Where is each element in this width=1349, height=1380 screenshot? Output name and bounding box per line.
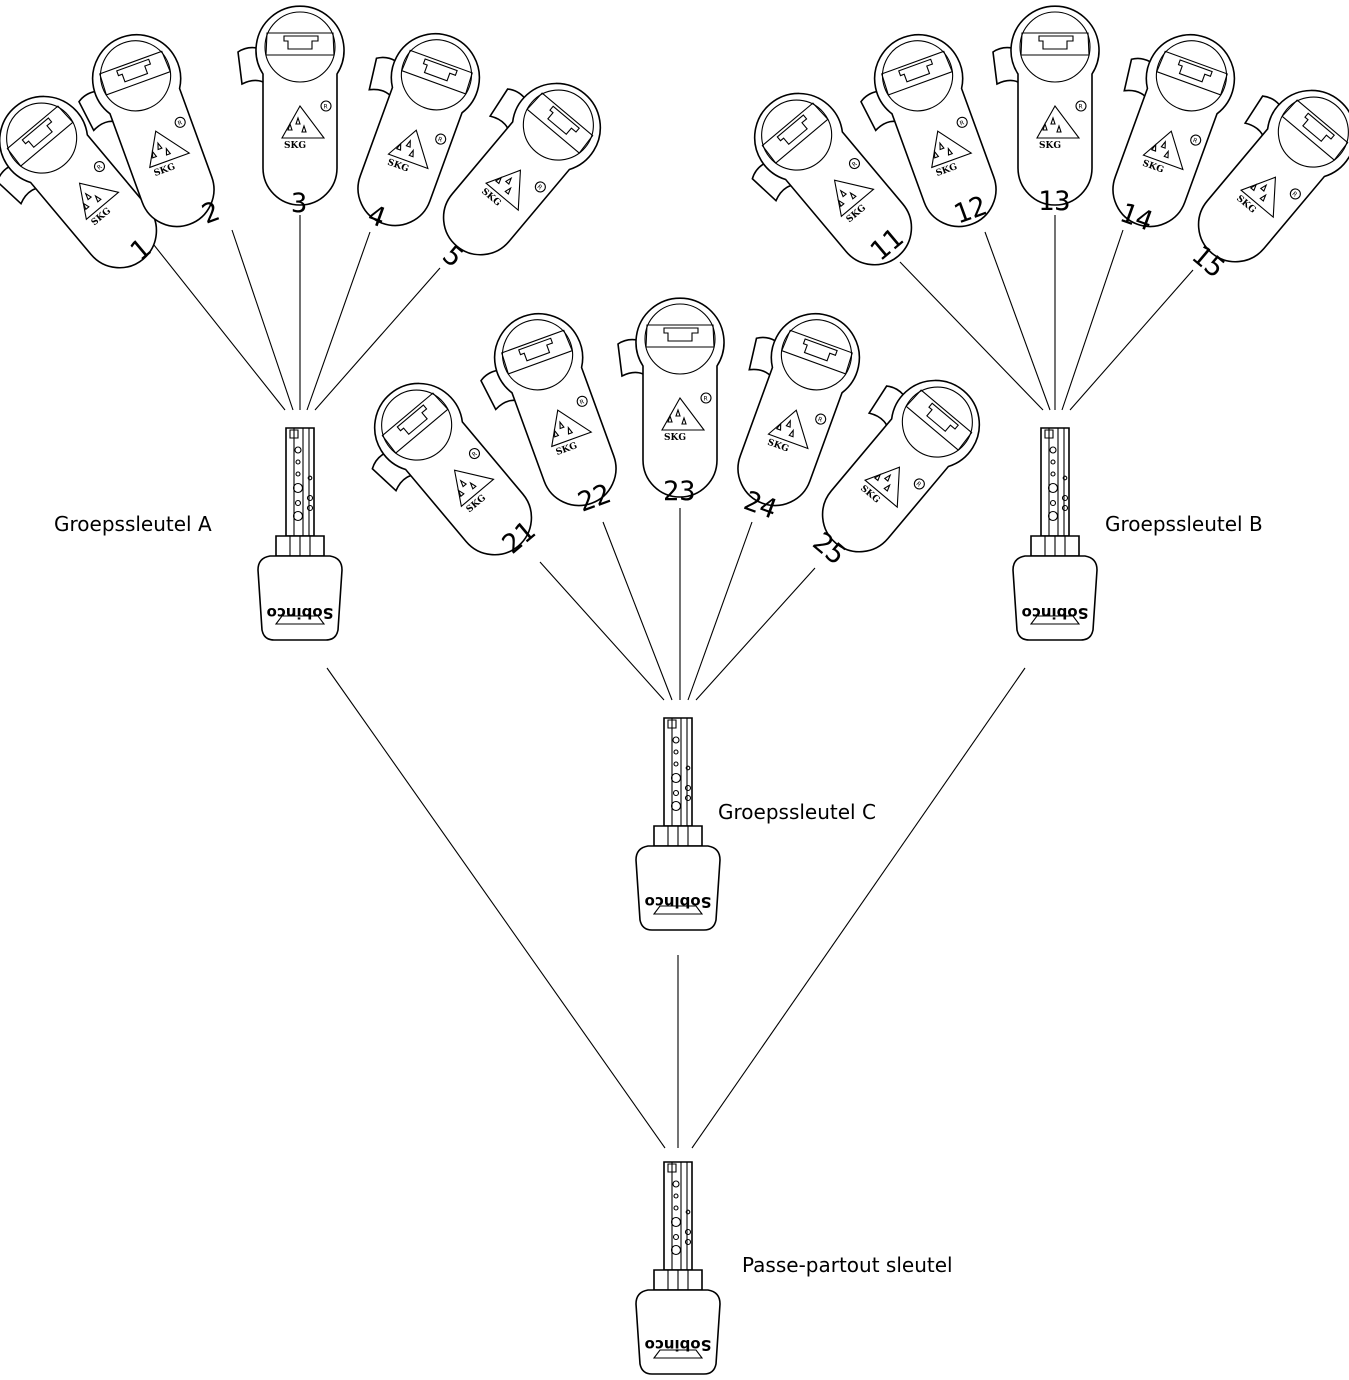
group-key-b-label: Groepssleutel B [1105, 512, 1263, 536]
key-master-drawing: Sobinco [635, 1161, 721, 1375]
group-key-c-label: Groepssleutel C [718, 800, 876, 824]
key-brand-master: Sobinco [645, 1336, 712, 1354]
cylinder-number: 2 [198, 196, 224, 231]
connector-lines [149, 215, 1194, 1149]
master-key-label: Passe-partout sleutel [742, 1253, 953, 1277]
cylinder-number: 3 [291, 188, 307, 219]
group-key-a-label: Groepssleutel A [54, 512, 212, 536]
cylinder-3 [237, 5, 345, 206]
cylinder-group-a [0, 5, 620, 300]
key-brand-b: Sobinco [1022, 604, 1089, 622]
cylinder-number: 23 [663, 476, 696, 507]
cylinder-number: 5 [437, 240, 469, 274]
key-brand-c: Sobinco [645, 893, 712, 911]
cylinder-23 [617, 297, 725, 498]
cylinder-group-b [722, 5, 1349, 297]
cylinder-13 [992, 5, 1100, 206]
key-group-b-drawing: Sobinco [1012, 427, 1098, 641]
cylinder-group-c [342, 294, 999, 587]
key-group-c-drawing: Sobinco [635, 717, 721, 931]
cylinder-number: 13 [1038, 186, 1071, 217]
key-brand-a: Sobinco [267, 604, 334, 622]
key-group-a-drawing: Sobinco [257, 427, 343, 641]
